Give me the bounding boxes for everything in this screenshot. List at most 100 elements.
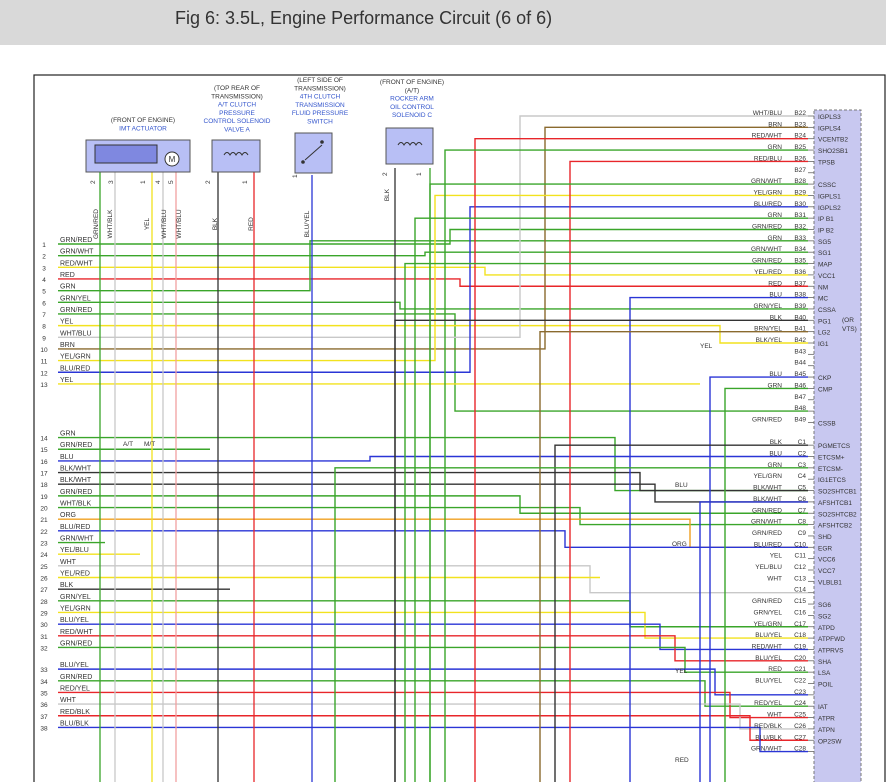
component-pin: 2	[382, 172, 389, 176]
ecm-signal: SG5	[818, 239, 831, 246]
diagram-frame	[33, 74, 886, 782]
right-row-pin: B30	[794, 201, 806, 208]
wire	[58, 206, 808, 373]
right-row-color: RED/BLK	[754, 723, 782, 730]
switch-contact	[301, 160, 305, 164]
right-row-color: BLU/RED	[754, 541, 782, 548]
right-row-pin: B46	[794, 382, 806, 389]
right-row-color: RED	[768, 280, 782, 287]
wire	[474, 137, 808, 782]
right-row-pin: C26	[794, 723, 806, 730]
ecm-signal: ETCSM+	[818, 455, 845, 462]
ecm-signal: ETCSM-	[818, 466, 843, 473]
right-row-pin: C7	[798, 507, 807, 514]
left-row-color: RED/BLK	[60, 709, 90, 716]
right-row-pin: B31	[794, 212, 806, 219]
right-row-pin: B23	[794, 121, 806, 128]
right-row-pin: B45	[794, 371, 806, 378]
wire	[58, 455, 808, 462]
right-row-color: BLU/YEL	[755, 678, 782, 685]
left-row-color: GRN/RED	[60, 307, 92, 314]
side-wire-label: RED	[675, 757, 689, 764]
component-header: (TOP REAR OF	[214, 85, 260, 92]
wire	[58, 518, 808, 548]
wire	[58, 703, 808, 730]
right-row-color: BLU/RED	[754, 201, 782, 208]
wire	[334, 467, 808, 782]
wire	[699, 501, 808, 782]
left-row-color: GRN/YEL	[60, 594, 91, 601]
component-header: PRESSURE	[219, 110, 255, 117]
right-row-color: GRN/WHT	[751, 519, 782, 526]
left-row-color: RED	[60, 272, 75, 279]
right-row-color: BLU/YEL	[755, 655, 782, 662]
right-row-color: GRN/YEL	[753, 303, 782, 310]
left-row-number: 28	[40, 599, 48, 606]
left-row-color: GRN/RED	[60, 640, 92, 647]
left-row-number: 36	[40, 702, 48, 709]
right-row-color: YEL	[770, 553, 783, 560]
left-row-color: RED/YEL	[60, 685, 90, 692]
vertical-wire-label: RED	[248, 217, 255, 231]
ecm-signal: ATPN	[818, 727, 835, 734]
right-row-color: BLU	[769, 292, 782, 299]
right-row-color: BLU	[769, 451, 782, 458]
component-header: FLUID PRESSURE	[292, 110, 349, 117]
component-header: 4TH CLUTCH	[300, 94, 341, 101]
left-row-number: 37	[40, 714, 48, 721]
component-header: TRANSMISSION	[295, 102, 345, 109]
vertical-wire-label: GRN/RED	[93, 209, 100, 239]
ecm-signal: IP B1	[818, 216, 834, 223]
ecm-signal: SO2SHTCB2	[818, 511, 857, 518]
left-row-color: RED/WHT	[60, 260, 93, 267]
wire	[58, 691, 808, 719]
right-row-color: BLK	[770, 314, 783, 321]
right-row-color: YEL/RED	[754, 269, 782, 276]
right-row-pin: C22	[794, 678, 806, 685]
ecm-signal: LG2	[818, 330, 831, 337]
right-row-color: GRN/RED	[752, 224, 782, 231]
left-row-number: 7	[42, 312, 46, 319]
ecm-signal: VCC6	[818, 557, 836, 564]
ecm-signal: ATPFWD	[818, 636, 845, 643]
ecm-signal: IP B2	[818, 228, 834, 235]
left-row-number: 23	[40, 541, 48, 548]
wire	[58, 301, 808, 310]
right-row-color: WHT	[767, 712, 782, 719]
right-row-pin: C1	[798, 439, 807, 446]
left-row-color: BLK/WHT	[60, 466, 92, 473]
left-row-number: 32	[40, 645, 48, 652]
left-row-number: 22	[40, 529, 48, 536]
component-pin: 2	[205, 180, 212, 184]
right-row-pin: B27	[794, 167, 806, 174]
right-row-pin: B44	[794, 360, 806, 367]
right-row-pin: C19	[794, 643, 806, 650]
left-row-color: BLK	[60, 582, 74, 589]
right-row-pin: C27	[794, 734, 806, 741]
left-row-number: 18	[40, 482, 48, 489]
component-header: CONTROL SOLENOID	[204, 118, 271, 125]
ecm-note: (OR	[842, 317, 854, 324]
component-header: SWITCH	[307, 119, 333, 126]
at-label: A/T	[123, 441, 133, 448]
ecm-box	[813, 109, 862, 782]
ecm-signal: SG6	[818, 602, 831, 609]
right-row-pin: B28	[794, 178, 806, 185]
ecm-signal: ATPRVS	[818, 647, 844, 654]
title-bar: Fig 6: 3.5L, Engine Performance Circuit …	[0, 0, 886, 45]
ecm-signal: CKP	[818, 375, 831, 382]
left-row-number: 31	[40, 634, 48, 641]
right-row-color: WHT/BLU	[753, 110, 783, 117]
ecm-signal: LSA	[818, 670, 831, 677]
right-row-color: BLU/YEL	[755, 632, 782, 639]
right-row-pin: B41	[794, 326, 806, 333]
right-row-color: GRN/RED	[752, 507, 782, 514]
left-row-color: YEL/GRN	[60, 354, 91, 361]
right-row-color: BLK/WHT	[753, 496, 782, 503]
left-row-number: 25	[40, 564, 48, 571]
right-row-color: GRN/RED	[752, 258, 782, 265]
right-row-color: BLK/YEL	[756, 337, 783, 344]
right-row-pin: B38	[794, 292, 806, 299]
right-row-color: BLK/WHT	[753, 485, 782, 492]
